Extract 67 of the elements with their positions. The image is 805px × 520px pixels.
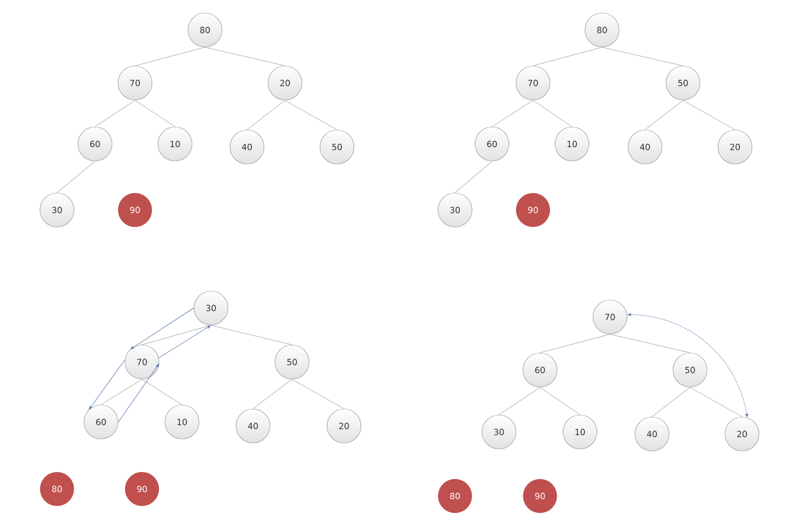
arrow [88, 360, 126, 410]
connector-line [142, 379, 182, 405]
connector-line [292, 379, 344, 409]
tree-node: 30 [40, 192, 74, 228]
connector-line [454, 161, 492, 193]
tree-node: 10 [164, 404, 200, 440]
tree-node: 20 [718, 130, 752, 164]
arrow [628, 313, 748, 418]
tree-node: 40 [230, 130, 264, 164]
tree-node: 50 [666, 66, 700, 100]
highlighted-node: 90 [118, 193, 152, 227]
connector-line [682, 100, 736, 130]
connector-line [252, 379, 292, 409]
tree-node: 60 [78, 126, 112, 162]
tree-node: 30 [482, 414, 516, 450]
tree-node: 20 [326, 408, 362, 444]
connector-line [540, 334, 610, 353]
connector-line [652, 387, 690, 417]
connector-line [532, 47, 602, 66]
tree-node: 20 [724, 416, 760, 452]
connector-line [540, 387, 580, 415]
arrow [118, 364, 160, 422]
tree-node: 30 [194, 290, 228, 326]
tree-node: 10 [562, 414, 598, 450]
highlighted-node: 90 [516, 193, 550, 227]
connector-line [134, 100, 176, 127]
connector-line [498, 387, 540, 415]
tree-node: 50 [672, 352, 708, 388]
tree-node: 60 [522, 352, 558, 388]
connector-line [142, 325, 212, 345]
connector-line [644, 100, 684, 130]
connector-line [100, 379, 142, 405]
tree-node: 40 [628, 130, 662, 164]
tree-node: 10 [554, 126, 590, 162]
arrow [158, 325, 211, 358]
connector-line [94, 100, 136, 127]
tree-node: 70 [516, 66, 550, 100]
connector-line [532, 100, 572, 127]
tree-node: 40 [634, 416, 670, 452]
tree-node: 20 [268, 66, 302, 100]
highlighted-node: 90 [523, 479, 557, 513]
tree-node: 50 [274, 344, 310, 380]
connector-line [56, 161, 96, 193]
tree-node: 80 [584, 12, 620, 48]
tree-node: 60 [84, 404, 118, 440]
connector-line [602, 47, 684, 66]
connector-line [610, 334, 690, 353]
arrow [130, 308, 194, 350]
connector-line [204, 47, 286, 66]
tree-node: 60 [474, 126, 510, 162]
tree-node: 10 [158, 126, 192, 162]
connector-line [492, 100, 534, 127]
connector-line [284, 100, 338, 130]
tree-node: 70 [592, 300, 628, 334]
tree-node: 30 [438, 192, 472, 228]
tree-node: 40 [236, 408, 270, 444]
tree-node: 80 [188, 12, 222, 48]
highlighted-node: 80 [438, 479, 472, 513]
tree-node: 50 [320, 130, 354, 164]
tree-node: 70 [118, 66, 152, 100]
connector-line [210, 325, 292, 345]
connector-line [134, 47, 206, 66]
tree-node: 70 [124, 344, 160, 380]
connector-line [690, 387, 742, 417]
highlighted-node: 90 [125, 472, 159, 506]
highlighted-node: 80 [40, 472, 74, 506]
connector-line [246, 100, 286, 130]
